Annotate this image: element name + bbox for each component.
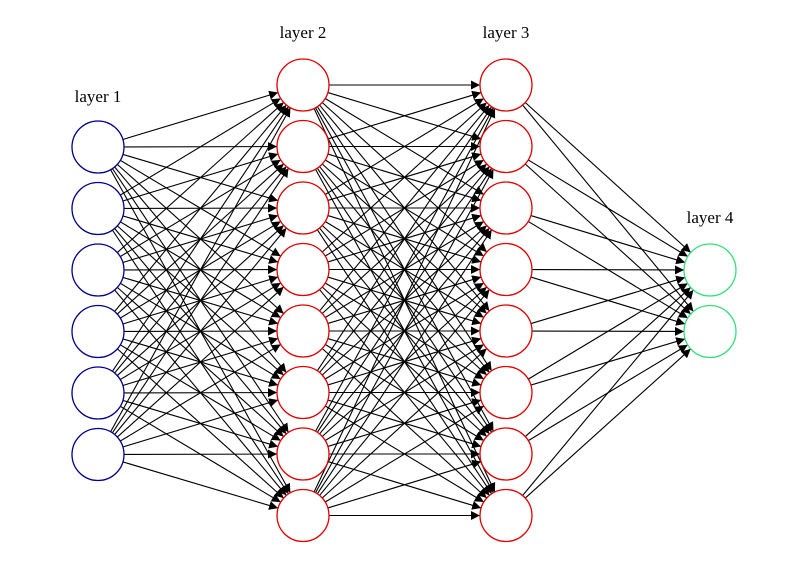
layer-3-label: layer 3	[483, 23, 530, 42]
neuron-layer-3-2	[479, 119, 533, 174]
connection-l1n6-l2n3	[114, 227, 287, 435]
connection-l1n6-l2n2	[111, 167, 290, 434]
connection-l2n8-l3n2	[315, 169, 494, 493]
neuron-layer-2-8	[276, 488, 330, 543]
neuron-layer-2-1	[276, 58, 330, 112]
neuron-layer-1-1	[71, 120, 125, 174]
neuron-layer-3-7	[479, 427, 533, 481]
neuron-layer-3-1	[479, 58, 533, 112]
neurons	[71, 58, 737, 543]
neuron-layer-2-5	[276, 304, 330, 358]
layer-labels: layer 1 layer 2 layer 3 layer 4	[75, 23, 734, 227]
connection-l1n2-l2n1	[119, 97, 282, 196]
layer-1-label: layer 1	[75, 87, 122, 106]
connection-l2n8-l3n5	[321, 348, 488, 499]
connection-l3n1-l4n1	[524, 102, 692, 253]
connection-l2n8-l3n7	[327, 459, 482, 509]
connection-l1n6-l2n6	[122, 398, 279, 448]
neuron-layer-3-8	[479, 488, 533, 543]
connection-l3n3-l4n1	[530, 215, 686, 265]
neuron-layer-2-3	[276, 181, 330, 235]
neuron-layer-1-6	[71, 427, 125, 482]
neuron-layer-3-4	[479, 242, 533, 297]
connection-l1n1-l2n1	[122, 90, 279, 140]
connection-l1n5-l2n1	[111, 106, 290, 372]
connection-l3n6-l4n1	[528, 282, 688, 380]
neuron-layer-2-7	[276, 427, 330, 481]
connection-l1n6-l2n5	[119, 343, 282, 442]
neuron-layer-1-5	[71, 366, 125, 420]
connection-l2n8-l3n6	[324, 405, 485, 503]
connection-l2n5-l3n1	[319, 104, 490, 312]
connection-l3n2-l4n1	[527, 159, 689, 258]
neuron-layer-4-1	[683, 243, 737, 297]
connection-l3n8-l4n1	[522, 289, 694, 496]
neuron-layer-1-2	[71, 181, 125, 236]
connection-l3n5-l4n1	[530, 275, 686, 325]
neuron-layer-2-4	[276, 242, 330, 297]
connection-l2n6-l3n1	[316, 106, 493, 372]
connection-l1n6-l2n1	[110, 107, 291, 433]
connection-l1n6-l2n4	[116, 286, 285, 438]
neuron-layer-1-3	[71, 243, 125, 297]
connection-l3n8-l4n2	[524, 348, 692, 499]
connection-l2n3-l3n1	[324, 97, 485, 196]
connection-l2n8-l3n1	[313, 108, 496, 493]
connection-l1n3-l2n1	[116, 102, 285, 253]
neuron-layer-2-2	[276, 119, 330, 174]
neuron-layer-3-5	[479, 304, 533, 358]
layer-4-label: layer 4	[687, 208, 734, 227]
connection-l1n6-l2n8	[122, 461, 279, 510]
connection-l2n7-l3n1	[315, 107, 494, 432]
connection-l2n8-l3n3	[316, 229, 493, 495]
connection-l1n4-l2n1	[114, 104, 287, 312]
neuron-layer-1-4	[71, 304, 125, 359]
connection-l2n4-l3n1	[321, 102, 488, 253]
neuron-layer-2-6	[276, 365, 330, 420]
layer-2-label: layer 2	[280, 23, 327, 42]
neuron-layer-3-6	[479, 365, 533, 420]
connections	[110, 80, 694, 520]
neuron-layer-4-2	[683, 304, 737, 359]
connection-l3n7-l4n1	[524, 287, 692, 437]
connection-l2n2-l3n1	[327, 90, 482, 140]
connection-l2n8-l3n4	[319, 289, 490, 496]
neuron-layer-3-3	[479, 181, 533, 235]
